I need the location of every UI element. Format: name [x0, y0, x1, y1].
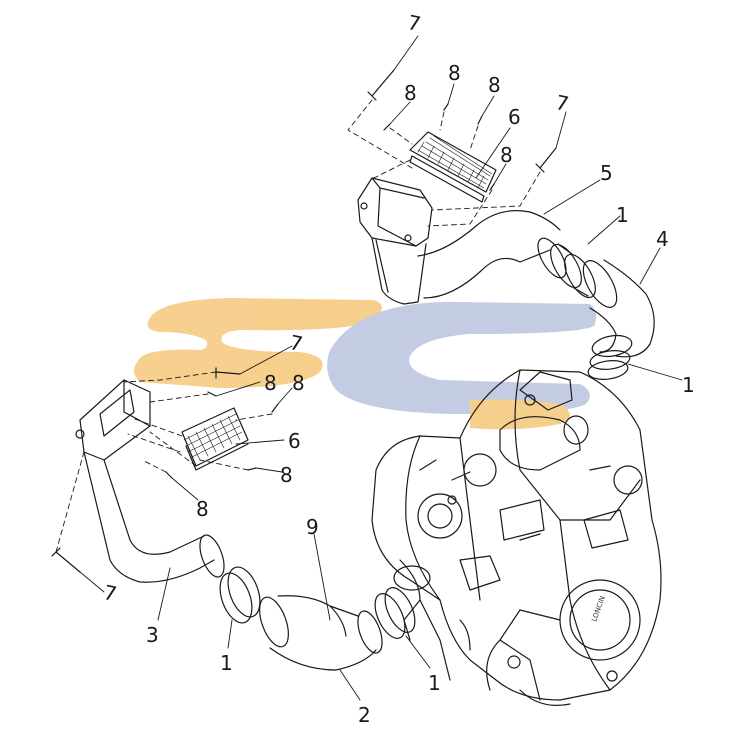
right-hose-4	[582, 259, 655, 358]
callout-labels: 7 8 8 8 6 7 8 5 1 4 1 7 8 8 6 8 8 9 7 3 …	[101, 10, 694, 727]
engine-cover-logo: LONCIN	[590, 595, 607, 623]
watermark-logo	[134, 298, 597, 430]
callout-8-mid-b: 8	[292, 371, 305, 395]
left-outlet-pipe	[199, 534, 225, 578]
top-filter-mesh	[417, 135, 493, 189]
callout-9: 9	[306, 515, 319, 539]
callout-8-top-c: 8	[488, 73, 501, 97]
left-filter-mesh	[183, 413, 243, 461]
top-intake-duct	[417, 210, 567, 299]
assembly-dashed-lines	[55, 99, 541, 553]
bottom-right-clamp-1	[374, 587, 416, 639]
bottom-hose-2	[259, 595, 383, 671]
callout-1-right: 1	[682, 373, 695, 397]
callout-8-mid-a: 8	[264, 371, 277, 395]
screw-7-top-right	[535, 147, 557, 173]
callout-1-bottom-left: 1	[220, 651, 233, 675]
callout-8-top-d: 8	[500, 143, 513, 167]
callout-6-top: 6	[508, 105, 521, 129]
callout-1-bottom-right: 1	[428, 671, 441, 695]
callout-7-mid: 7	[287, 330, 304, 356]
watermark-c-shape	[327, 301, 597, 414]
leader-lines	[79, 35, 683, 701]
watermark-s-shape	[134, 298, 382, 388]
engine-assembly	[371, 369, 662, 706]
callout-1-top: 1	[616, 203, 629, 227]
screw-7-mid	[215, 367, 241, 379]
top-clamp-1	[550, 243, 596, 299]
top-filter-element	[409, 131, 497, 203]
callout-7-top: 7	[405, 10, 422, 36]
callout-2: 2	[358, 703, 371, 727]
watermark-tail	[470, 399, 570, 430]
callout-3: 3	[146, 623, 159, 647]
right-clamp-1	[587, 350, 631, 380]
callout-8-top-b: 8	[448, 61, 461, 85]
callout-7-left: 7	[101, 580, 118, 606]
callout-7-top-right: 7	[553, 90, 570, 116]
callout-5: 5	[600, 161, 613, 185]
callout-8-mid-d: 8	[196, 497, 209, 521]
callout-4: 4	[656, 227, 669, 251]
left-air-box	[75, 379, 215, 583]
screw-7-top	[367, 69, 395, 101]
top-air-box	[357, 177, 433, 305]
screw-8-cluster	[165, 103, 495, 479]
callout-8-mid-c: 8	[280, 463, 293, 487]
left-filter-element	[181, 407, 249, 471]
bottom-left-clamp-1	[219, 566, 261, 624]
callout-8-top-a: 8	[404, 81, 417, 105]
callout-6-mid: 6	[288, 429, 301, 453]
